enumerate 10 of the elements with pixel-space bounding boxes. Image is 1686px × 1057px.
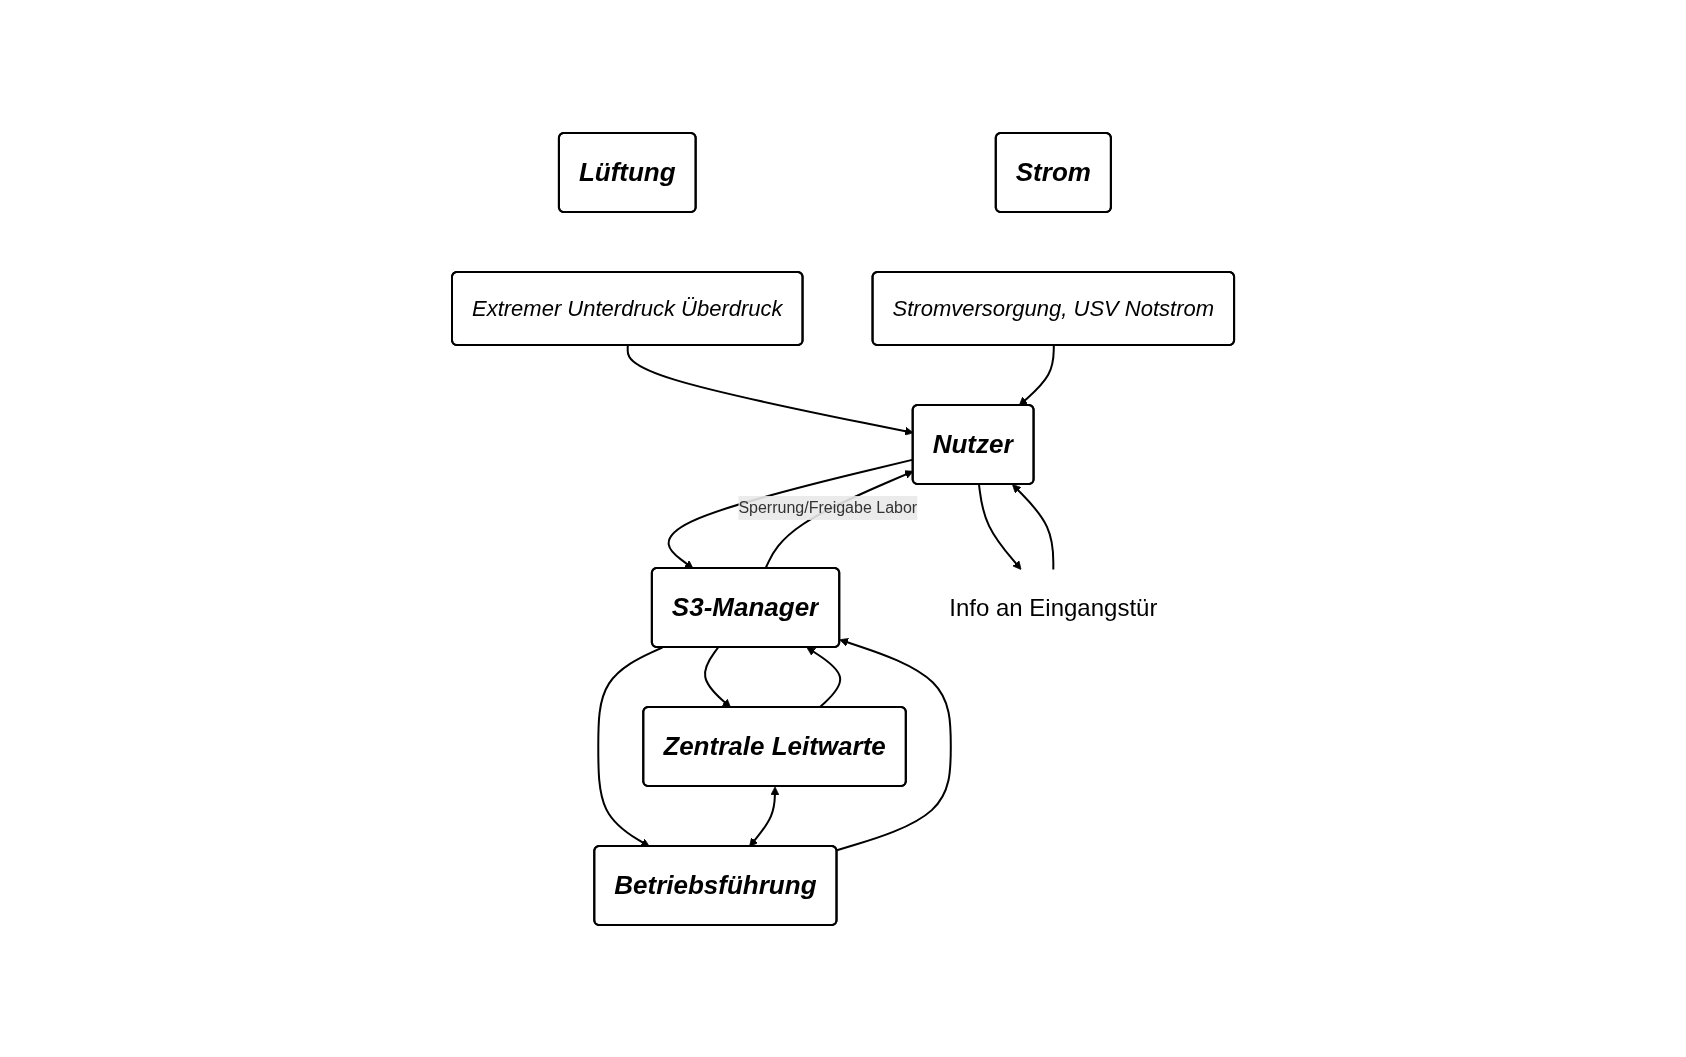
arrow <box>1012 483 1055 570</box>
node-text: Info an Eingangstür <box>949 593 1158 620</box>
arrow <box>977 483 1022 570</box>
arrow <box>835 637 952 851</box>
arrow <box>703 646 731 708</box>
arrow <box>806 646 842 708</box>
edge-label: Sperrung/Freigabe Labor <box>738 498 918 516</box>
arrow <box>597 646 664 847</box>
arrow <box>749 786 780 847</box>
arrow <box>1018 344 1055 406</box>
